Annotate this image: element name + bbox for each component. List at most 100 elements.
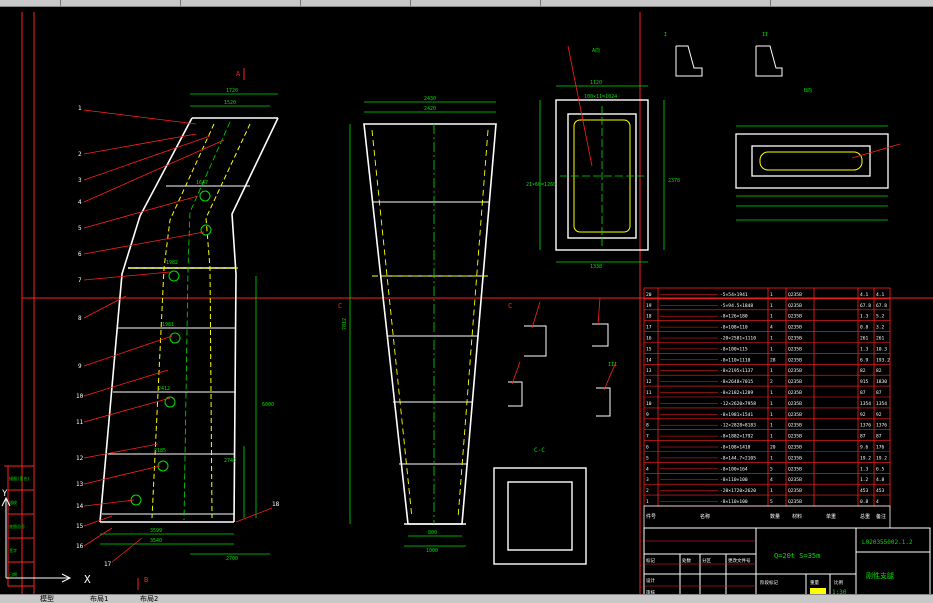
bom-cell-no: 7: [646, 434, 649, 440]
dim-text: 1520: [224, 100, 236, 106]
layout-tab-2[interactable]: 布局2: [140, 595, 159, 603]
bom-header-cell: 备注: [876, 513, 886, 520]
dim-text: 2420: [424, 106, 436, 112]
bom-cell-no: 12: [646, 379, 652, 385]
bom-cell-spec: -12×2620×7958: [720, 401, 756, 407]
side-view: 2430 2420 7812 800 1000 C C: [338, 96, 512, 554]
bom-cell-no: 16: [646, 336, 652, 342]
bom-header-cell: 材料: [792, 513, 802, 520]
bom-cell-spec: -8×108×110: [720, 325, 748, 331]
bom-cell-w1: 87: [860, 390, 866, 396]
layout-tab-1[interactable]: 布局1: [90, 595, 109, 603]
bom-cell-spec: -8×100×164: [720, 466, 748, 472]
bom-cell-mat: Q235B: [788, 346, 802, 352]
bom-cell-spec: -8×1981×1541: [720, 412, 753, 418]
bom-cell-qty: 1: [770, 412, 773, 418]
dim-text: 21×60=1260: [526, 182, 556, 188]
bom-cell-mat: Q235B: [788, 292, 802, 298]
bom-cell-w2: 5.2: [876, 314, 885, 320]
toolbar-divider: [300, 0, 301, 6]
toolbar-divider: [60, 0, 61, 6]
bom-cell-w1: 915: [860, 379, 869, 385]
bom-cell-w1: 1354: [860, 401, 871, 407]
status-bar: 模型 布局1 布局2: [0, 594, 933, 603]
bom-cell-mat: Q235B: [788, 445, 802, 451]
cad-drawing-canvas[interactable]: 描图(签名) 描校 底图总号 签字 日期 Y X: [0, 6, 933, 602]
dim-text: 6000: [262, 402, 274, 408]
dim-text: 2700: [226, 556, 238, 562]
dim-text: 1982: [166, 260, 178, 266]
bom-cell-qty: 1: [770, 401, 773, 407]
bom-cell-qty: 1: [770, 368, 773, 374]
bom-cell-w1: 1.3: [860, 346, 869, 352]
bom-cell-w1: 6.9: [860, 357, 869, 363]
callout-number: 12: [76, 455, 84, 462]
left-strip-label: 日期: [9, 571, 17, 577]
bom-cell-w1: 1.3: [860, 466, 869, 472]
bom-cell-no: 8: [646, 423, 649, 429]
detail-label: I: [664, 32, 667, 38]
bom-cell-qty: 4: [770, 477, 773, 483]
callout-number: 6: [78, 251, 82, 258]
callout-number: 5: [78, 225, 82, 232]
title-field: 处数: [682, 557, 691, 564]
bom-cell-w1: 0.8: [860, 499, 869, 505]
callout-number: 13: [76, 481, 84, 488]
dim-text: 1338: [590, 264, 602, 270]
bom-cell-spec: -5×94.5×1848: [720, 303, 753, 309]
bom-cell-mat: Q235B: [788, 357, 802, 363]
callout-number: 8: [78, 315, 82, 322]
bom-cell-mat: Q235B: [788, 303, 802, 309]
bom-cell-w1: 453: [860, 488, 869, 494]
callout-number: 9: [78, 363, 82, 370]
bom-header-cell: 名称: [700, 513, 710, 520]
bom-cell-mat: Q235B: [788, 477, 802, 483]
bom-cell-mat: Q235B: [788, 368, 802, 374]
bom-cell-spec: -12×2828×8183: [720, 423, 756, 429]
toolbar-divider: [770, 0, 771, 6]
bom-cell-no: 18: [646, 314, 652, 320]
bom-cell-qty: 2: [770, 379, 773, 385]
bom-cell-no: 15: [646, 346, 652, 352]
bom-cell-w2: 87: [876, 434, 882, 440]
callout-number: 17: [104, 561, 112, 568]
title-field: 更改文件号: [728, 557, 751, 564]
bom-cell-mat: Q235B: [788, 390, 802, 396]
weld-leaders: [511, 297, 617, 391]
weld-details: [508, 323, 611, 417]
bom-cell-mat: Q235B: [788, 325, 802, 331]
bom-cell-mat: Q235B: [788, 499, 802, 505]
bom-cell-no: 17: [646, 325, 652, 331]
bom-cell-w1: 1376: [860, 423, 871, 429]
layout-tab-model[interactable]: 模型: [40, 595, 54, 603]
bom-cell-w2: 1830: [876, 379, 887, 385]
bom-cell-w2: 193.2: [876, 357, 890, 363]
bom-cell-w2: 176: [876, 445, 885, 451]
dim-text: 2378: [668, 178, 680, 184]
view-title: B向: [804, 87, 812, 94]
bom-cell-mat: Q235B: [788, 423, 802, 429]
toolbar-divider: [180, 0, 181, 6]
title-field: 分区: [702, 557, 711, 564]
bom-header-cell: 单重: [826, 513, 836, 520]
title-field: 重量: [810, 579, 819, 586]
bom-cell-qty: 1: [770, 346, 773, 352]
bom-cell-mat: Q235B: [788, 401, 802, 407]
bom-cell-qty: 1: [770, 455, 773, 461]
view-marker: C: [338, 302, 342, 310]
detail-label: III: [608, 362, 617, 368]
bom-cell-no: 19: [646, 303, 652, 309]
bom-cell-spec: -8×1882×1792: [720, 434, 753, 440]
drawing-number: L020355002.1.2: [862, 539, 913, 546]
left-strip: [7, 465, 35, 587]
bom-cell-qty: 1: [770, 488, 773, 494]
front-view: 1720 1520 1647 1982 1981 2412 2185 3599 …: [76, 68, 280, 590]
bom-cell-spec: -8×2648×7015: [720, 379, 753, 385]
bom-cell-w1: 67.8: [860, 303, 871, 309]
view-title: A向: [592, 47, 600, 54]
bom-cell-qty: 1: [770, 314, 773, 320]
bom-cell-no: 20: [646, 292, 652, 298]
bom-cell-w2: 261: [876, 336, 885, 342]
left-strip-label: 签字: [9, 547, 17, 553]
bom-cell-w2: 4.1: [876, 292, 885, 298]
